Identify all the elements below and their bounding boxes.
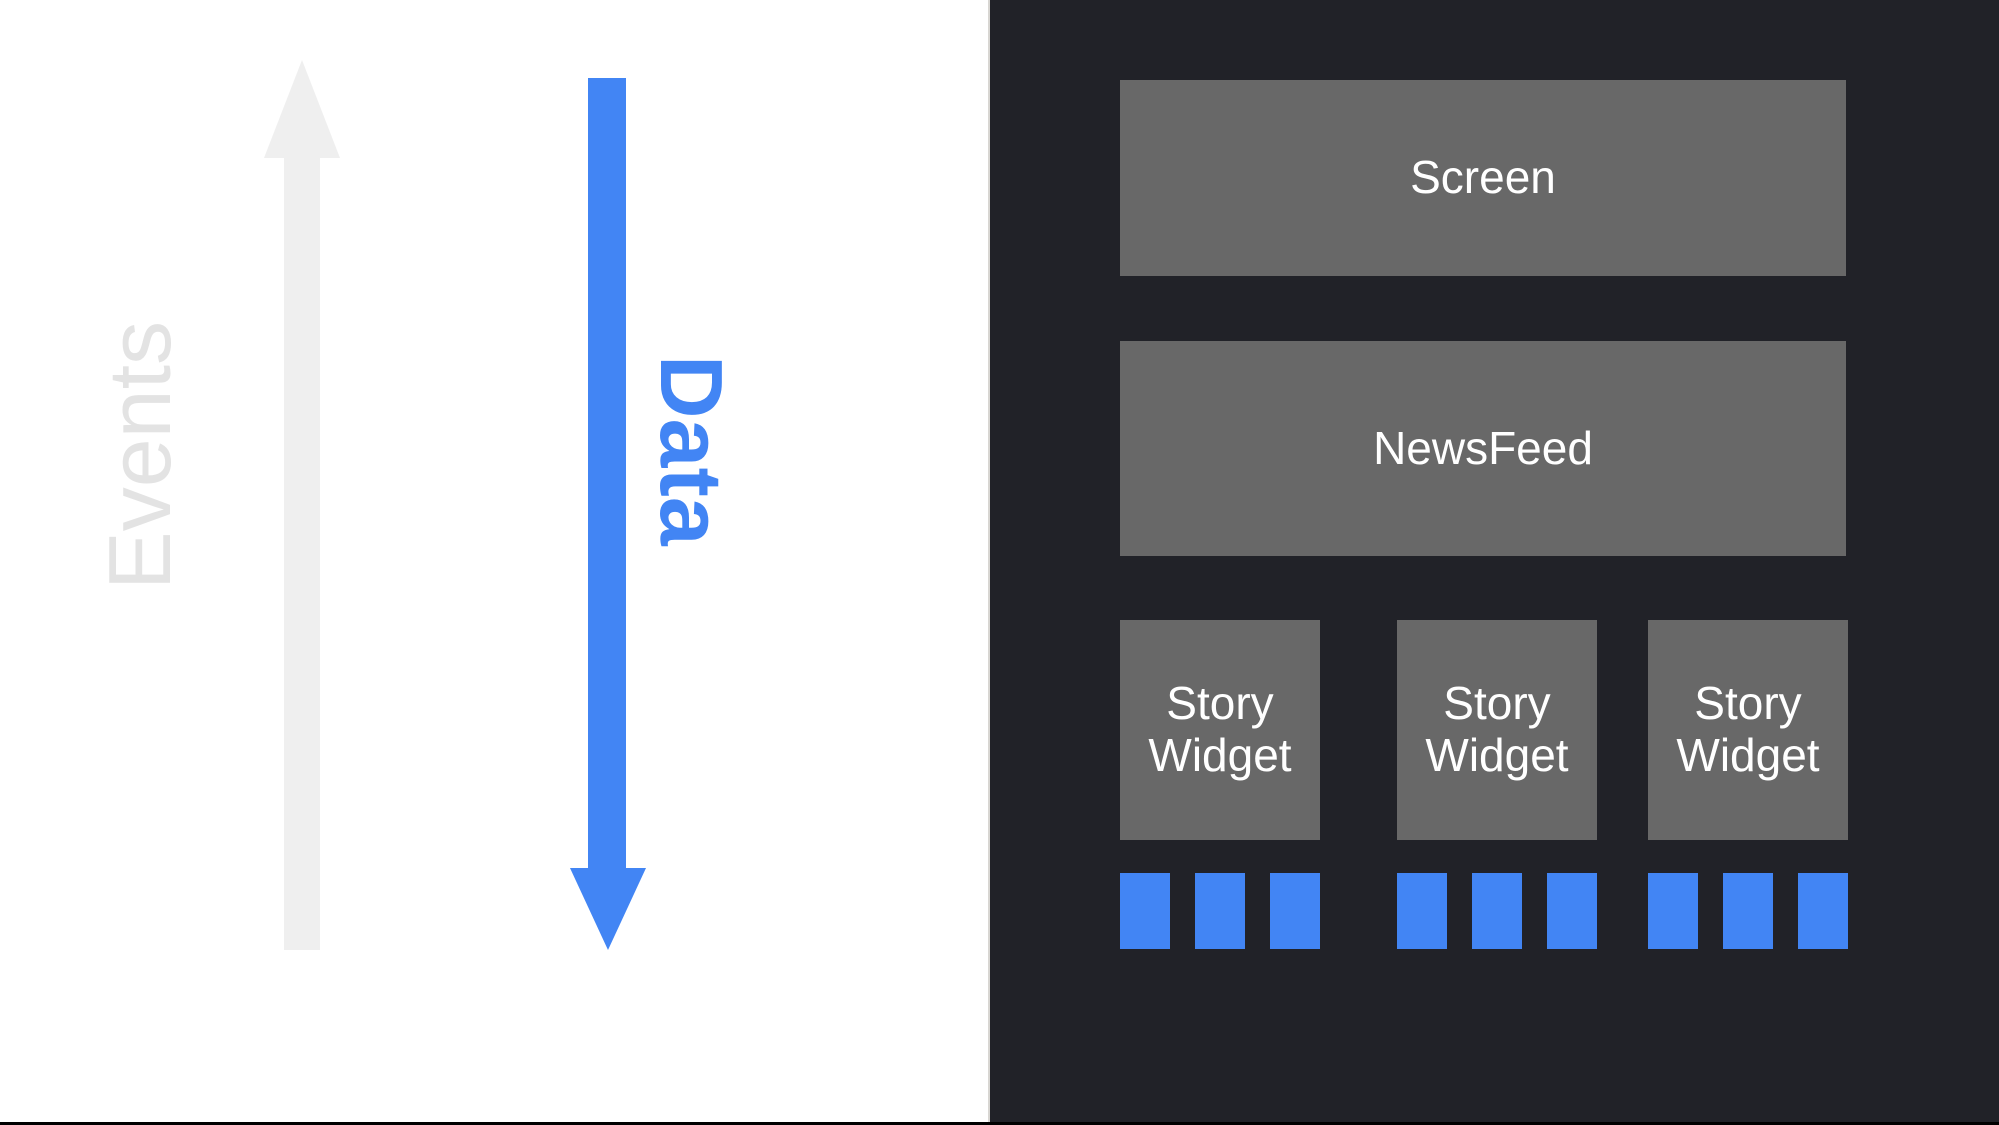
data-flow-label: Data	[642, 355, 741, 546]
events-arrow-head	[264, 60, 340, 158]
events-arrow-up-icon	[264, 60, 340, 950]
events-arrow-shaft	[284, 156, 320, 950]
story-widget-label-line1: Story	[1166, 677, 1274, 730]
data-bar[interactable]	[1270, 873, 1320, 949]
data-bar[interactable]	[1547, 873, 1597, 949]
story-widget-label-line2: Widget	[1425, 729, 1569, 781]
data-arrow-shaft	[588, 78, 626, 870]
data-bar[interactable]	[1472, 873, 1522, 949]
story-widget-label-line2: Widget	[1676, 729, 1820, 781]
story-widget-label-line1: Story	[1443, 677, 1551, 730]
events-flow-label: Events	[90, 320, 189, 590]
data-bar[interactable]	[1798, 873, 1848, 949]
data-arrow-down-icon	[570, 78, 646, 950]
story-widget-bar-group	[1120, 873, 1320, 949]
story-widget-node[interactable]: Story Widget	[1397, 620, 1597, 840]
story-widget-label: Story Widget	[1425, 678, 1568, 781]
story-widget-label: Story Widget	[1676, 678, 1819, 781]
story-widget-node[interactable]: Story Widget	[1120, 620, 1320, 840]
story-widget-bar-group	[1397, 873, 1597, 949]
flow-legend-pane: Events Data	[0, 0, 990, 1122]
data-bar[interactable]	[1195, 873, 1245, 949]
newsfeed-node[interactable]: NewsFeed	[1120, 341, 1846, 556]
data-bar[interactable]	[1397, 873, 1447, 949]
data-bar[interactable]	[1120, 873, 1170, 949]
data-arrow-head	[570, 868, 646, 950]
story-widget-label-line1: Story	[1694, 677, 1802, 730]
story-widget-node[interactable]: Story Widget	[1648, 620, 1848, 840]
pane-divider	[988, 0, 990, 1122]
screen-node[interactable]: Screen	[1120, 80, 1846, 276]
story-widget-label: Story Widget	[1148, 678, 1291, 781]
widget-tree-pane: Screen NewsFeed Story Widget Story Widge…	[990, 0, 1999, 1122]
story-widget-bar-group	[1648, 873, 1848, 949]
data-bar[interactable]	[1723, 873, 1773, 949]
data-bar[interactable]	[1648, 873, 1698, 949]
story-widget-label-line2: Widget	[1148, 729, 1292, 781]
